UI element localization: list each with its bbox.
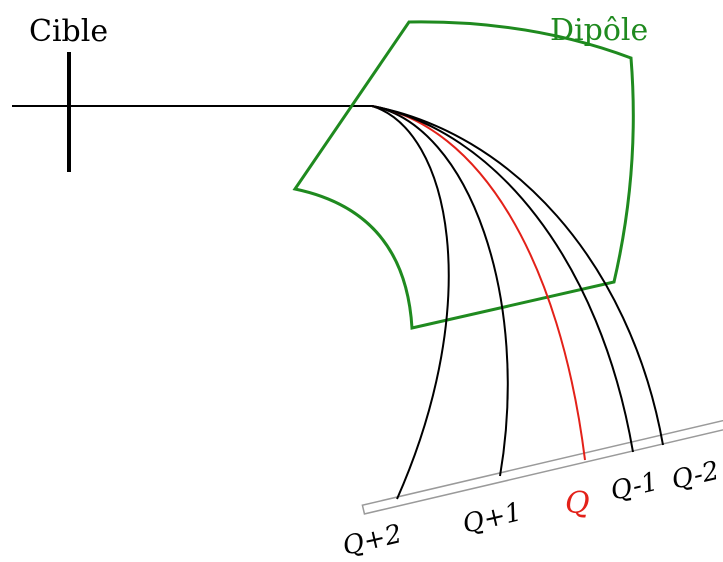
label-q-plus-2: Q+2 (340, 519, 405, 562)
label-q-minus-2: Q-2 (669, 456, 722, 496)
charge-state-labels: Q+2 Q+1 Q Q-1 Q-2 (340, 456, 722, 562)
dipole-outline (292, 20, 635, 330)
target-label: Cible (29, 14, 108, 49)
trajectory-q (371, 105, 586, 461)
trajectory-q-plus-1 (371, 105, 509, 477)
trajectory-q-plus-2 (371, 105, 450, 500)
detector-strip (361, 417, 723, 515)
trajectories (371, 105, 664, 500)
label-q-minus-1: Q-1 (608, 467, 661, 507)
trajectory-q-minus-2 (371, 105, 664, 446)
dipole-magnet: Dipôle (292, 13, 648, 330)
dipole-label: Dipôle (550, 13, 648, 48)
label-q: Q (565, 486, 590, 521)
focal-plane-detector (361, 417, 723, 515)
trajectory-q-minus-1 (371, 105, 634, 453)
target: Cible (29, 14, 108, 172)
label-q-plus-1: Q+1 (460, 497, 525, 540)
